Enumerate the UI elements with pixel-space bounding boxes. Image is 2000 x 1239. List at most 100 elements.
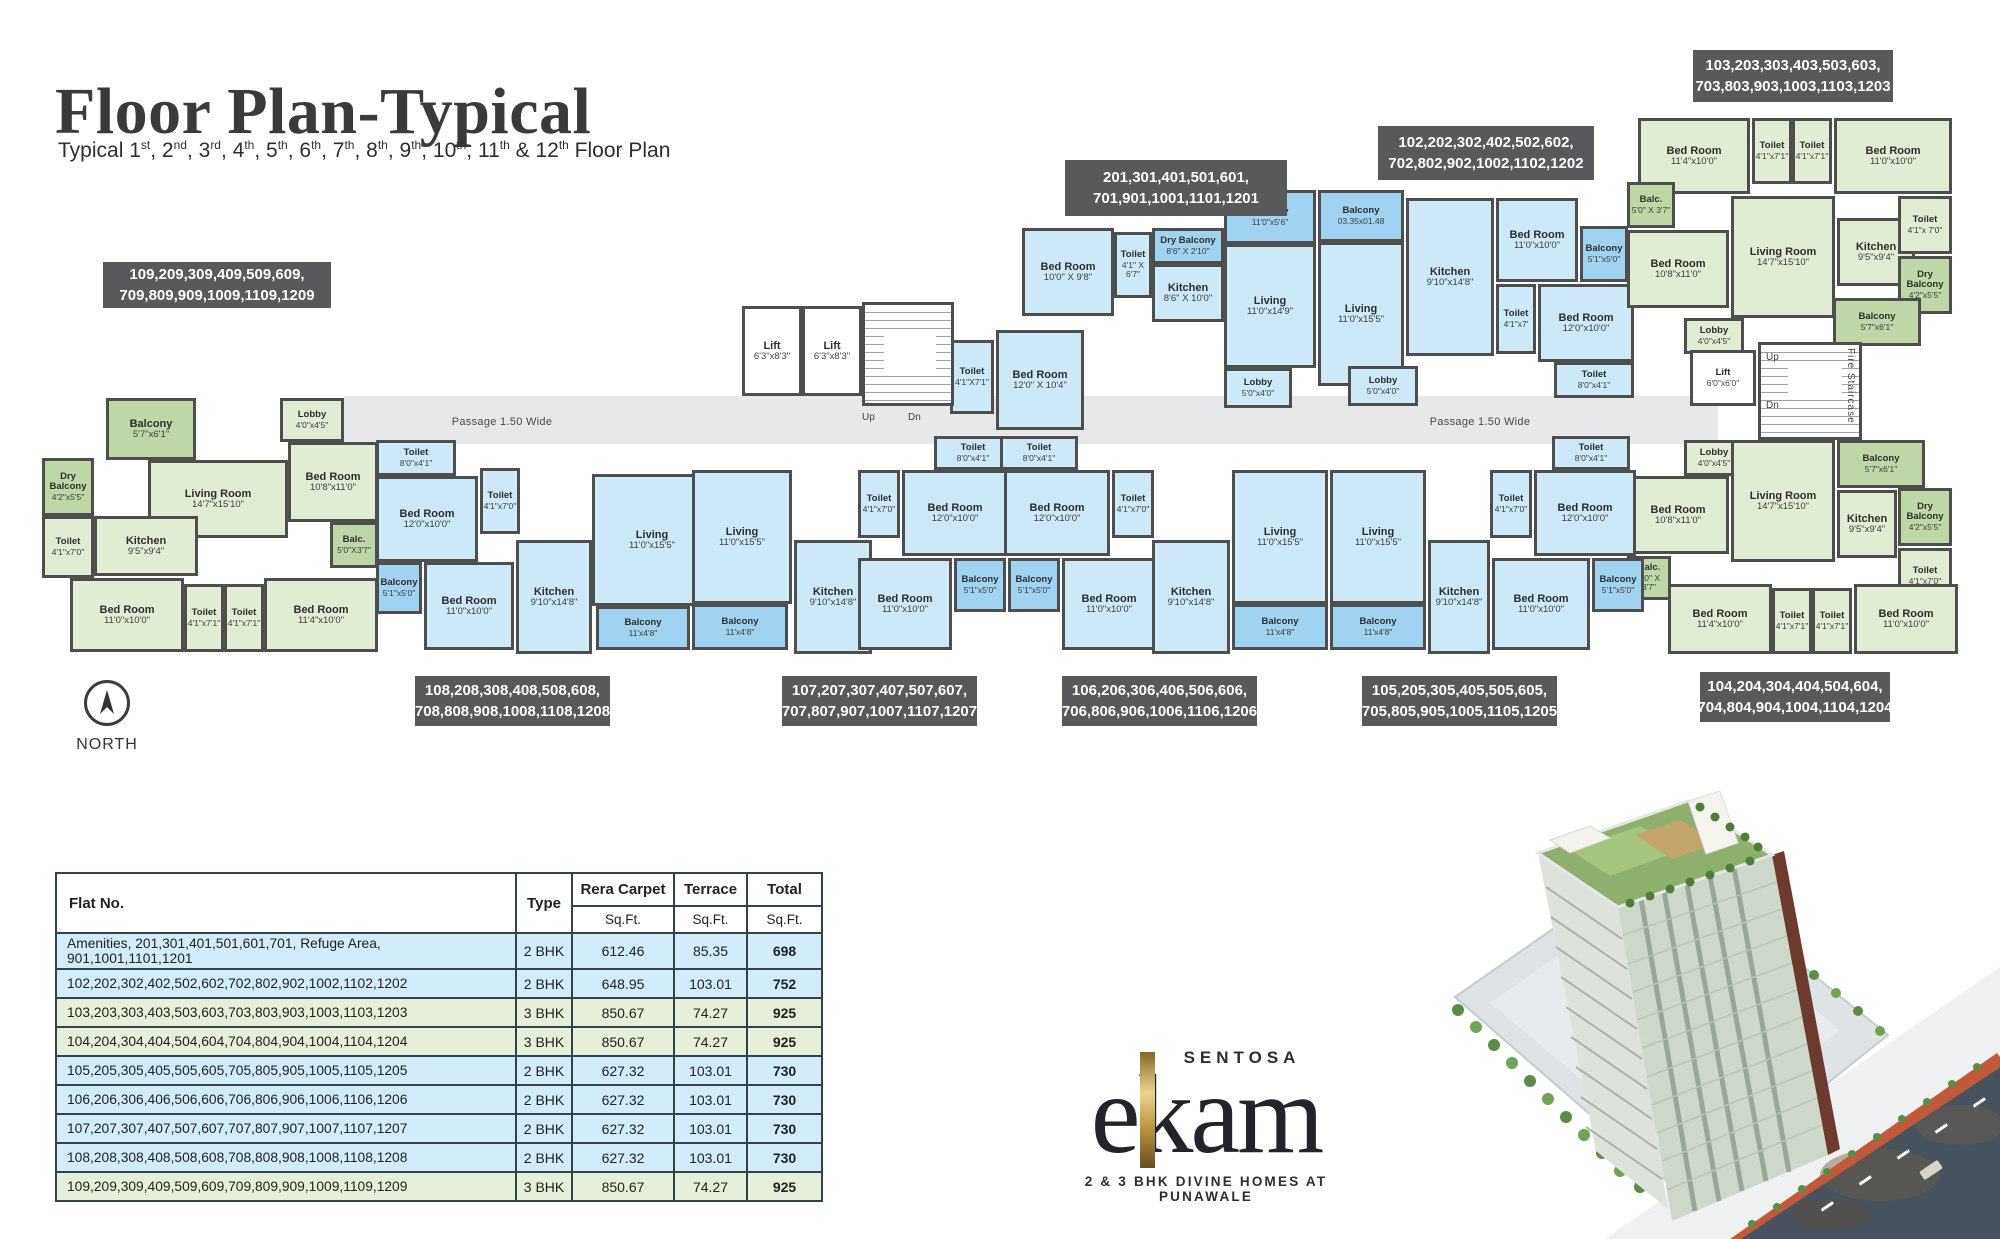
cell-carpet: 850.67 [571,1171,675,1202]
table-row: 103,203,303,403,503,603,703,803,903,1003… [55,997,823,1028]
cell-type: 3 BHK [515,997,573,1028]
cell-terrace: 103.01 [673,968,748,999]
cell-flats: 106,206,306,406,506,606,706,806,906,1006… [55,1084,517,1115]
cell-type: 2 BHK [515,1142,573,1173]
cell-type: 2 BHK [515,1084,573,1115]
cell-total: 925 [746,1026,823,1057]
cell-total: 925 [746,997,823,1028]
passage-label-left: Passage 1.50 Wide [451,416,553,428]
col-subheader-sqft: Sq.Ft. [746,905,823,934]
cell-flats: 107,207,307,407,507,607,707,807,907,1007… [55,1113,517,1144]
room-balc: Balc.5'0"X3'7" [330,522,378,568]
room-staircase [1758,342,1862,440]
cell-flats: Amenities, 201,301,401,501,601,701, Refu… [55,932,517,970]
stairs-dn-label: Dn [908,412,921,423]
cell-terrace: 103.01 [673,1113,748,1144]
cell-type: 2 BHK [515,968,573,999]
cell-terrace: 85.35 [673,932,748,970]
cell-total: 730 [746,1142,823,1173]
table-row: 105,205,305,405,505,605,705,805,905,1005… [55,1055,823,1086]
cell-terrace: 74.27 [673,1026,748,1057]
fire-stairs-dn-label: Dn [1766,400,1779,411]
cell-carpet: 612.46 [571,932,675,970]
passage-label-right: Passage 1.50 Wide [1429,416,1531,428]
unit-badge-109: 109,209,309,409,509,609,709,809,909,1009… [103,262,331,308]
north-compass-icon [84,680,130,726]
cell-carpet: 627.32 [571,1055,675,1086]
stair-landing-right [1788,368,1842,394]
table-row: Amenities, 201,301,401,501,601,701, Refu… [55,932,823,970]
cell-carpet: 850.67 [571,997,675,1028]
cell-carpet: 627.32 [571,1113,675,1144]
cell-flats: 108,208,308,408,508,608,708,808,908,1008… [55,1142,517,1173]
unit-badge-201: 201,301,401,501,601,701,901,1001,1101,12… [1065,160,1287,216]
col-header-type: Type [515,872,573,934]
cell-terrace: 74.27 [673,997,748,1028]
cell-terrace: 103.01 [673,1055,748,1086]
col-header-rera-carpet: Rera Carpet [571,872,675,907]
room-balc: Balc.5'0" X 3'7" [1627,182,1675,228]
unit-badge-108: 108,208,308,408,508,608,708,808,908,1008… [415,676,610,726]
logo-tagline: 2 & 3 BHK DIVINE HOMES AT PUNAWALE [1084,1173,1328,1204]
cell-type: 2 BHK [515,1113,573,1144]
cell-terrace: 74.27 [673,1171,748,1202]
cell-total: 730 [746,1113,823,1144]
project-logo: SENTOSA ekam 2 & 3 BHK DIVINE HOMES AT P… [1048,1048,1364,1204]
cell-flats: 104,204,304,404,504,604,704,804,904,1004… [55,1026,517,1057]
cell-terrace: 103.01 [673,1084,748,1115]
cell-total: 752 [746,968,823,999]
cell-flats: 102,202,302,402,502,602,702,802,902,1002… [55,968,517,999]
stair-landing-central [884,330,936,374]
